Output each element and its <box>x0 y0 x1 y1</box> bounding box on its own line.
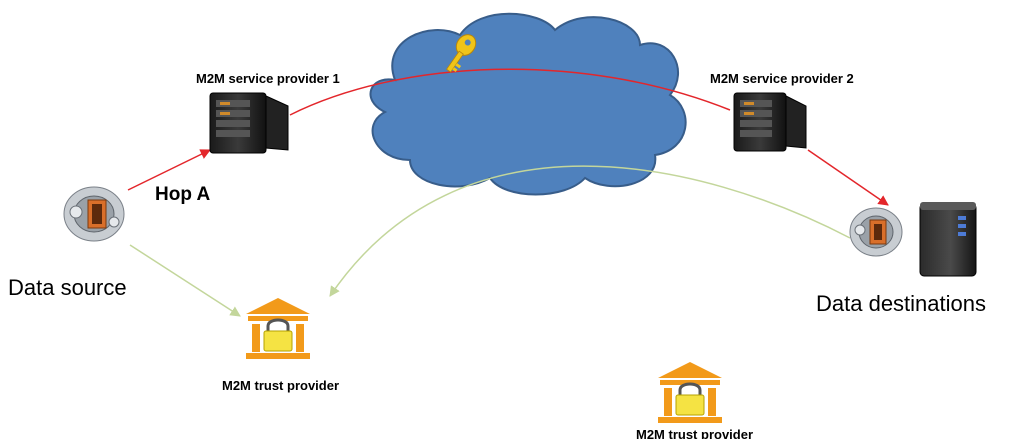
trust-path-source-to-trust <box>129 244 241 317</box>
trust-provider-1-label: M2M trust provider <box>222 378 339 393</box>
data-destinations-label: Data destinations <box>816 291 986 316</box>
data-source-label: Data source <box>8 275 127 300</box>
network-cloud <box>369 12 687 196</box>
hop-a-label: Hop A <box>155 184 211 205</box>
server-icon-sp2 <box>733 92 807 152</box>
bank-lock-icon-trust2 <box>658 362 722 423</box>
sp1-label: M2M service provider 1 <box>196 71 340 86</box>
bank-lock-icon-trust1 <box>246 298 310 359</box>
sensor-device-icon-source <box>63 186 125 242</box>
data-path-sp2-to-destination <box>807 149 889 206</box>
trust-provider-2-label: M2M trust provider <box>636 427 753 439</box>
key-icon <box>446 34 477 73</box>
data-path-source-to-sp1 <box>127 149 211 191</box>
sp2-label: M2M service provider 2 <box>710 71 854 86</box>
trust-path-destination-to-trust <box>329 165 851 297</box>
data-path-sp1-to-sp2 <box>289 68 731 116</box>
tower-server-icon <box>919 202 977 277</box>
sensor-device-icon-destination <box>849 207 903 257</box>
server-icon-sp1 <box>209 92 289 154</box>
